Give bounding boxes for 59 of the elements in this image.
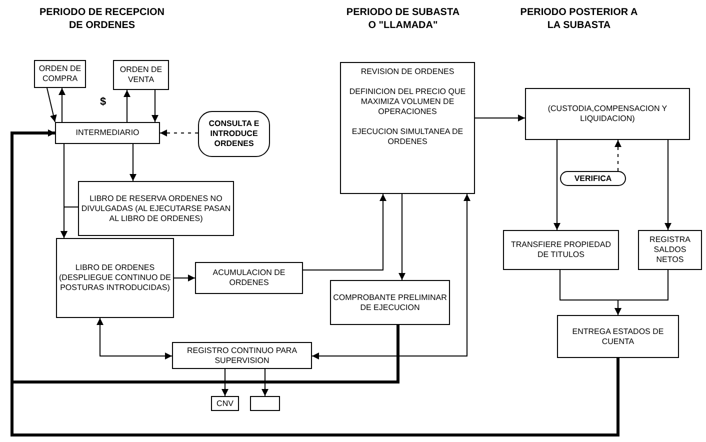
double-arrow	[96, 318, 172, 360]
arrow	[302, 194, 386, 270]
process-box	[34, 60, 86, 88]
node-text: REVISION DE ORDENES	[360, 67, 454, 77]
arrow	[222, 368, 228, 396]
arrow	[160, 130, 198, 136]
arrow	[58, 88, 66, 122]
arrow	[664, 140, 672, 230]
arrow	[614, 270, 668, 316]
node-text: ACUMULACION DE ORDENES	[212, 268, 286, 288]
rounded-box	[560, 171, 626, 186]
node-text: VERIFICA	[574, 174, 612, 184]
process-box	[557, 315, 679, 358]
process-box	[340, 62, 475, 194]
arrow	[614, 140, 622, 172]
arrow	[398, 194, 406, 280]
node-text: DEFINICION DEL PRECIO QUE MAXIMIZA VOLUMEN DE OPERACIONES	[348, 87, 467, 117]
process-box	[525, 88, 690, 140]
process-box	[172, 342, 312, 369]
arrow	[554, 140, 560, 230]
money-symbol: $	[100, 96, 108, 109]
process-box	[56, 238, 174, 318]
node-text: COMPROBANTE PRELIMINAR DE EJECUCION	[333, 292, 447, 312]
node-text: ORDEN DE COMPRA	[38, 64, 82, 84]
arrow	[10, 130, 620, 436]
empty-box	[250, 396, 280, 411]
process-box	[55, 122, 160, 144]
process-box	[330, 280, 450, 325]
process-box	[78, 181, 234, 236]
process-box	[211, 396, 239, 411]
node-text: TRANSFIERE PROPIEDAD DE TITULOS	[510, 240, 612, 260]
node-text: LIBRO DE ORDENES (DESPLIEGUE CONTINUO DE POSTURAS INTRODUCIDAS)	[59, 263, 171, 293]
process-box	[638, 230, 702, 270]
process-box	[195, 262, 303, 294]
arrow	[262, 368, 268, 396]
arrow	[152, 90, 158, 122]
arrow	[60, 206, 78, 238]
node-text: CONSULTA E INTRODUCE ORDENES	[208, 119, 260, 149]
double-arrow	[312, 194, 470, 360]
node-text: LIBRO DE RESERVA ORDENES NO DIVULGADAS (AL EJECUTARSE PASAN AL LIBRO DE ORDENES)	[81, 194, 231, 224]
arrow	[124, 90, 130, 122]
arrow	[174, 274, 196, 282]
node-text: ORDEN DE VENTA	[118, 65, 164, 85]
process-box	[503, 230, 619, 270]
section-heading: PERIODO DE RECEPCION DE ORDENES	[38, 6, 166, 32]
process-box	[113, 60, 169, 90]
section-heading: PERIODO DE SUBASTA O "LLAMADA"	[345, 6, 461, 32]
arrow	[474, 114, 526, 122]
section-heading: PERIODO POSTERIOR A LA SUBASTA	[520, 6, 638, 32]
node-text: REGISTRA SALDOS NETOS	[648, 235, 692, 265]
node-text: CNV	[216, 398, 234, 408]
node-text: (CUSTODIA,COMPENSACION Y LIQUIDACION)	[546, 104, 668, 124]
node-text: REGISTRO CONTINUO PARA SUPERVISION	[186, 346, 298, 366]
arrow	[130, 144, 136, 182]
node-text: EJECUCION SIMULTANEA DE ORDENES	[350, 127, 464, 147]
node-text: INTERMEDIARIO	[76, 128, 140, 138]
node-text: ENTREGA ESTADOS DE CUENTA	[571, 326, 665, 346]
arrow	[46, 88, 57, 122]
rounded-box	[198, 111, 270, 157]
